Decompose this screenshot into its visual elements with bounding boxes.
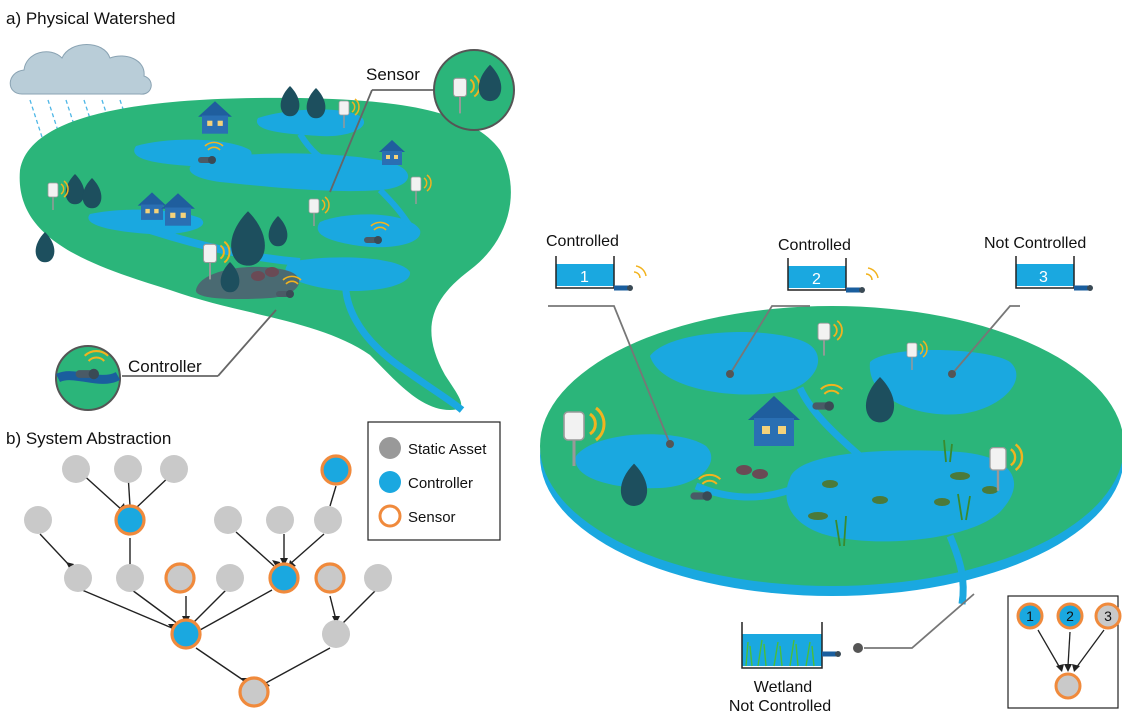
legend-sensor-label: Sensor [408,509,456,526]
wetland-name: Wetland [754,679,812,696]
sensor-callout-line [329,89,373,193]
basin-1-number: 1 [580,269,589,286]
lily-pads [808,472,998,520]
graph-static-nodes [24,455,392,648]
wetland-marker [853,643,863,653]
graph-edges [39,471,377,685]
basin-3-status: Not Controlled [984,235,1086,252]
legend-controller-label: Controller [408,475,473,492]
graph-sensor-nodes [164,562,346,708]
mini-node-1 [1016,602,1044,630]
mini-node-2-label: 2 [1066,608,1074,624]
basin-3-number: 3 [1039,269,1048,286]
controller-callout-line [217,309,277,377]
mini-node-3-label: 3 [1104,608,1112,624]
cloud-icon [9,44,152,95]
basin-1-marker [666,440,674,448]
mini-node-outlet [1054,672,1082,700]
mini-graph: 1 2 3 [1007,595,1122,709]
basin-2-status: Controlled [778,237,851,254]
sensor-label: Sensor [366,65,420,84]
legend-controller-icon [379,471,401,493]
mini-node-3 [1094,602,1122,630]
controller-label: Controller [128,357,202,376]
legend-sensor-icon [378,504,402,528]
basin-3-tank: Not Controlled 3 [984,235,1093,291]
basin-callout-lines [548,305,1020,649]
legend-static-label: Static Asset [408,441,487,458]
basin-3-marker [948,370,956,378]
basin-2-water [650,332,819,395]
wetland-grass-icon [745,639,815,667]
legend-static-icon [379,437,401,459]
basin-2-tank: Controlled 2 [778,237,879,293]
mini-node-2 [1056,602,1084,630]
basin-3-water [869,349,1017,415]
basin-1-water [575,434,712,489]
panel-b-title: b) System Abstraction [6,429,171,448]
legend: Static Asset Controller Sensor [367,421,501,541]
mini-node-1-label: 1 [1026,608,1034,624]
basin-2-number: 2 [812,271,821,288]
wetland-grass-icon [835,439,971,547]
basin-2-marker [726,370,734,378]
rock-icons [736,465,768,479]
basin-1-status: Controlled [546,233,619,250]
graph-controller-nodes [114,454,352,650]
rock-icons [251,267,279,281]
wetland-tank [741,622,841,669]
basin-1-tank: Controlled 1 [546,233,647,291]
watershed-water [88,109,465,413]
wetland-status: Not Controlled [729,698,831,715]
panel-a-title: a) Physical Watershed [6,9,175,28]
graph-arrowheads [66,503,340,688]
